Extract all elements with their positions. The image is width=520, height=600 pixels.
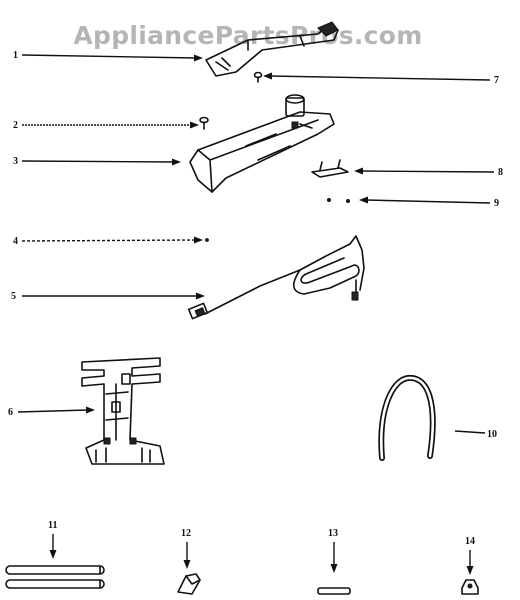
part-2-screw: [199, 116, 209, 130]
callout-13: 13: [328, 528, 338, 539]
callout-2: 2: [13, 120, 18, 131]
callout-5: 5: [11, 291, 16, 302]
part-9-fasteners: [327, 198, 350, 203]
part-7-screw: [253, 71, 263, 83]
callout-8: 8: [498, 167, 503, 178]
part-5-cord: [187, 235, 365, 320]
callout-11: 11: [48, 520, 57, 531]
part-4-pin: [205, 238, 209, 242]
part-12-elbow: [177, 573, 201, 595]
part-8-clip: [311, 159, 349, 178]
callout-14: 14: [465, 536, 475, 547]
part-13-strip: [317, 587, 351, 595]
part-3-housing: [189, 94, 335, 193]
callout-1: 1: [13, 50, 18, 61]
part-11-rods: [5, 565, 105, 589]
part-1-latch-bar: [205, 21, 339, 77]
callout-3: 3: [13, 156, 18, 167]
part-14-hook: [461, 579, 479, 595]
callout-7: 7: [494, 75, 499, 86]
callout-6: 6: [8, 407, 13, 418]
callout-12: 12: [181, 528, 191, 539]
callout-10: 10: [487, 429, 497, 440]
leader-arrows: [17, 54, 495, 575]
part-10-hose: [378, 374, 436, 461]
part-6-bracket: [81, 357, 165, 465]
callout-9: 9: [494, 198, 499, 209]
callout-4: 4: [13, 236, 18, 247]
